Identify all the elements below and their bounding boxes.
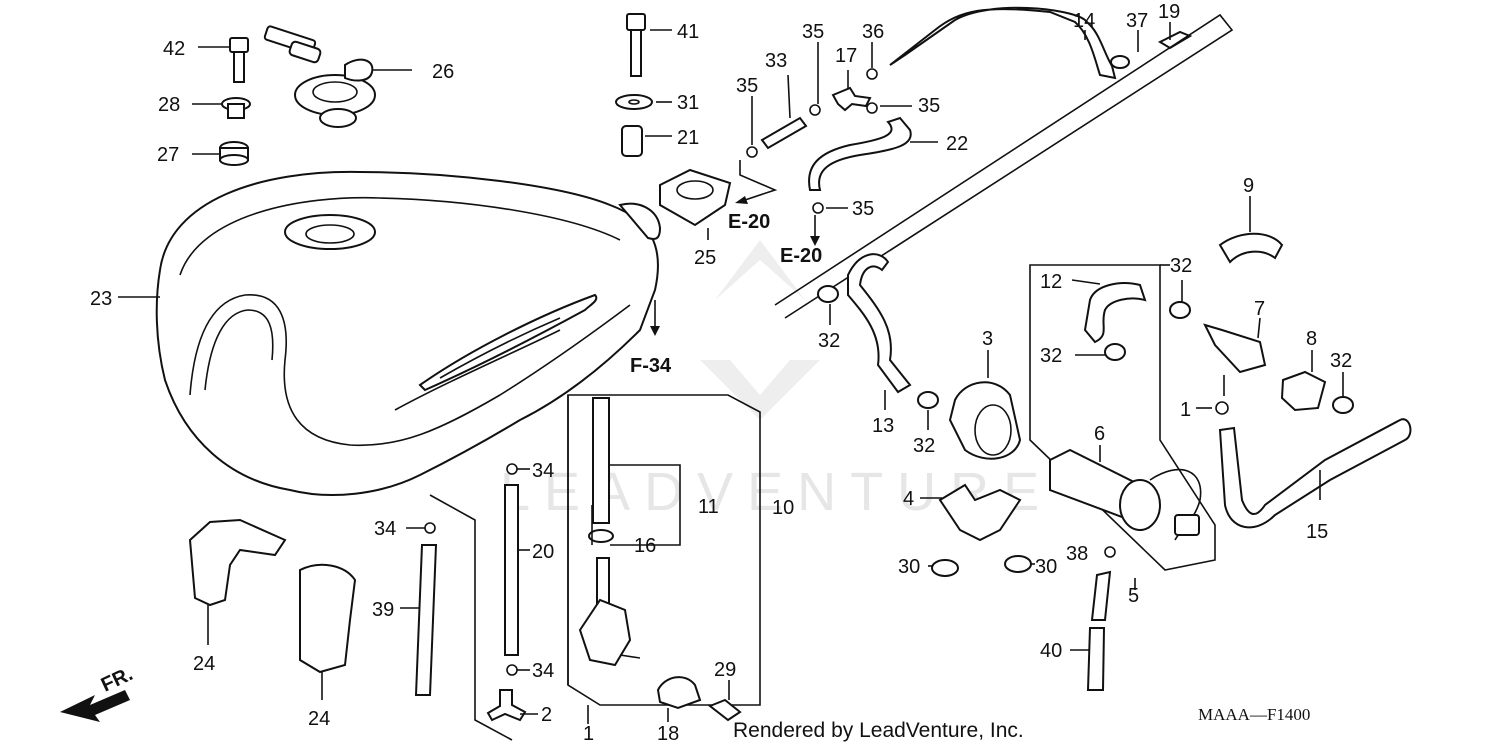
label-part-15: 15 xyxy=(1306,521,1328,543)
label-part-30a: 30 xyxy=(898,556,920,578)
ref-e20-b: E-20 xyxy=(780,245,822,267)
label-part-17: 17 xyxy=(835,45,857,67)
label-part-28: 28 xyxy=(158,94,180,116)
label-part-1b: 1 xyxy=(583,723,594,745)
petcock-box xyxy=(567,394,761,706)
hose-12 xyxy=(1071,279,1147,344)
cushion-3 xyxy=(948,350,1022,460)
upper-hoses xyxy=(746,6,1193,214)
label-part-16: 16 xyxy=(634,535,656,557)
label-part-29: 29 xyxy=(714,659,736,681)
label-part-21: 21 xyxy=(677,127,699,149)
label-part-6: 6 xyxy=(1094,423,1105,445)
label-part-20: 20 xyxy=(532,541,554,563)
label-part-14: 14 xyxy=(1073,10,1095,32)
rubber-pads-24 xyxy=(188,518,357,700)
label-part-41: 41 xyxy=(677,21,699,43)
label-part-32d: 32 xyxy=(913,435,935,457)
clip-34b xyxy=(506,664,518,676)
label-part-7: 7 xyxy=(1254,298,1265,320)
grommet-27 xyxy=(192,141,249,166)
ref-e20-a: E-20 xyxy=(728,211,770,233)
clip-1 xyxy=(1196,375,1229,415)
label-part-1a: 1 xyxy=(1180,399,1191,421)
label-part-34a: 34 xyxy=(532,460,554,482)
label-part-36: 36 xyxy=(862,21,884,43)
label-part-22: 22 xyxy=(946,133,968,155)
hose-20 xyxy=(504,484,530,656)
fuel-cap-26 xyxy=(263,25,412,128)
label-part-24a: 24 xyxy=(193,653,215,675)
hose-39 xyxy=(400,522,438,696)
bolt-42 xyxy=(198,37,249,83)
label-part-35b: 35 xyxy=(802,21,824,43)
clip-34a xyxy=(506,463,518,475)
mount-stack xyxy=(615,13,732,240)
label-part-37: 37 xyxy=(1126,10,1148,32)
bolt-29 xyxy=(708,680,742,722)
reference-pointers xyxy=(650,13,1234,336)
strainer-11 xyxy=(588,397,681,546)
label-part-5: 5 xyxy=(1128,585,1139,607)
bracket-18 xyxy=(656,676,702,722)
fuel-tank-23 xyxy=(118,170,662,496)
label-part-18: 18 xyxy=(657,723,679,745)
label-part-31: 31 xyxy=(677,92,699,114)
label-part-40: 40 xyxy=(1040,640,1062,662)
hose-13 xyxy=(847,253,912,410)
front-indicator: FR. xyxy=(98,663,136,697)
collar-28 xyxy=(192,97,251,119)
label-part-12: 12 xyxy=(1040,271,1062,293)
label-part-34b: 34 xyxy=(374,518,396,540)
label-part-10: 10 xyxy=(772,497,794,519)
label-part-35a: 35 xyxy=(736,75,758,97)
label-part-39: 39 xyxy=(372,599,394,621)
label-part-27: 27 xyxy=(157,144,179,166)
label-part-8: 8 xyxy=(1306,328,1317,350)
fitting-2 xyxy=(486,689,538,722)
bracket-4 xyxy=(920,483,1022,542)
label-part-11: 11 xyxy=(698,496,719,518)
label-part-33: 33 xyxy=(765,50,787,72)
label-part-42: 42 xyxy=(163,38,185,60)
label-part-25: 25 xyxy=(694,247,716,269)
petcock-10 xyxy=(578,505,641,667)
label-part-35d: 35 xyxy=(852,198,874,220)
label-part-32a: 32 xyxy=(1170,255,1192,277)
label-part-34c: 34 xyxy=(532,660,554,682)
label-part-9: 9 xyxy=(1243,175,1254,197)
footer-credit: Rendered by LeadVenture, Inc. xyxy=(733,719,1024,742)
nuts-30 xyxy=(928,555,1035,577)
label-part-32c: 32 xyxy=(818,330,840,352)
label-part-30b: 30 xyxy=(1035,556,1057,578)
label-part-4: 4 xyxy=(903,488,914,510)
fuel-filter-7 xyxy=(1203,317,1267,374)
label-part-13: 13 xyxy=(872,415,894,437)
label-part-19: 19 xyxy=(1158,1,1180,23)
label-part-32b: 32 xyxy=(1040,345,1062,367)
clip-8 xyxy=(1280,350,1327,412)
front-arrow: FR. xyxy=(60,663,136,722)
hose-40 xyxy=(1070,546,1116,691)
hose-15 xyxy=(1218,418,1412,529)
label-part-24b: 24 xyxy=(308,708,330,730)
part-labels: 42 26 28 27 23 24 24 41 31 21 25 35 33 3… xyxy=(90,1,1352,745)
clamps-32 xyxy=(817,280,1354,430)
fuel-pump-6 xyxy=(1049,445,1202,541)
label-part-23: 23 xyxy=(90,288,112,310)
diagram-code: MAAA—F1400 xyxy=(1198,705,1310,724)
ref-f34: F-34 xyxy=(630,355,672,377)
label-part-35c: 35 xyxy=(918,95,940,117)
band-9 xyxy=(1218,196,1284,264)
label-part-32e: 32 xyxy=(1330,350,1352,372)
label-part-3: 3 xyxy=(982,328,993,350)
label-part-38: 38 xyxy=(1066,543,1088,565)
label-part-2: 2 xyxy=(541,704,552,726)
label-part-26: 26 xyxy=(432,61,454,83)
hose-39-box xyxy=(429,494,513,741)
